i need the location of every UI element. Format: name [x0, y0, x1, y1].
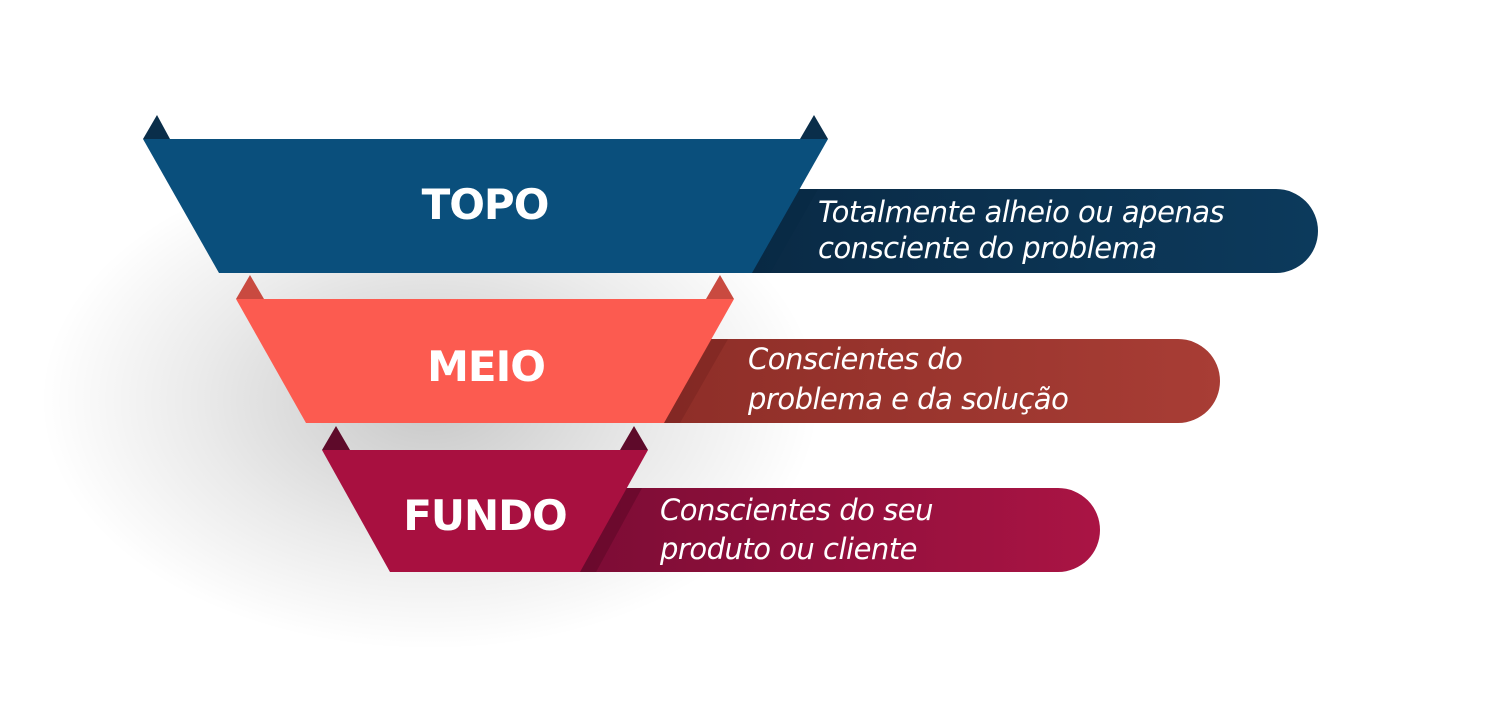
stage-fundo: FUNDO Conscientes do seu produto ou clie…: [322, 426, 1100, 572]
stage-topo: TOPO Totalmente alheio ou apenas conscie…: [143, 115, 1318, 273]
topo-right-tab: [800, 115, 828, 139]
fundo-right-tab: [620, 426, 648, 450]
topo-left-tab: [143, 115, 170, 139]
fundo-trapezoid: [322, 450, 648, 572]
fundo-description-line2: produto ou cliente: [659, 532, 917, 566]
meio-description-line2: problema e da solução: [747, 382, 1068, 416]
meio-right-tab: [706, 275, 734, 299]
meio-fold: [664, 339, 728, 423]
topo-label: TOPO: [422, 180, 549, 229]
topo-trapezoid: [143, 139, 828, 273]
meio-label: MEIO: [427, 342, 545, 391]
fundo-left-tab: [322, 426, 350, 450]
meio-description-pill: [664, 339, 1220, 423]
meio-trapezoid: [236, 299, 734, 423]
fundo-label: FUNDO: [403, 491, 567, 540]
topo-description-line2: consciente do problema: [818, 231, 1157, 265]
meio-left-tab: [236, 275, 264, 299]
topo-fold: [752, 189, 818, 273]
fundo-description-line1: Conscientes do seu: [660, 493, 933, 527]
fundo-description-pill: [580, 488, 1100, 572]
topo-description-pill: [752, 189, 1318, 273]
fundo-fold: [580, 488, 642, 572]
stage-meio: MEIO Conscientes do problema e da soluçã…: [236, 275, 1220, 423]
meio-description-line1: Conscientes do: [748, 342, 962, 376]
topo-description-line1: Totalmente alheio ou apenas: [818, 195, 1225, 229]
